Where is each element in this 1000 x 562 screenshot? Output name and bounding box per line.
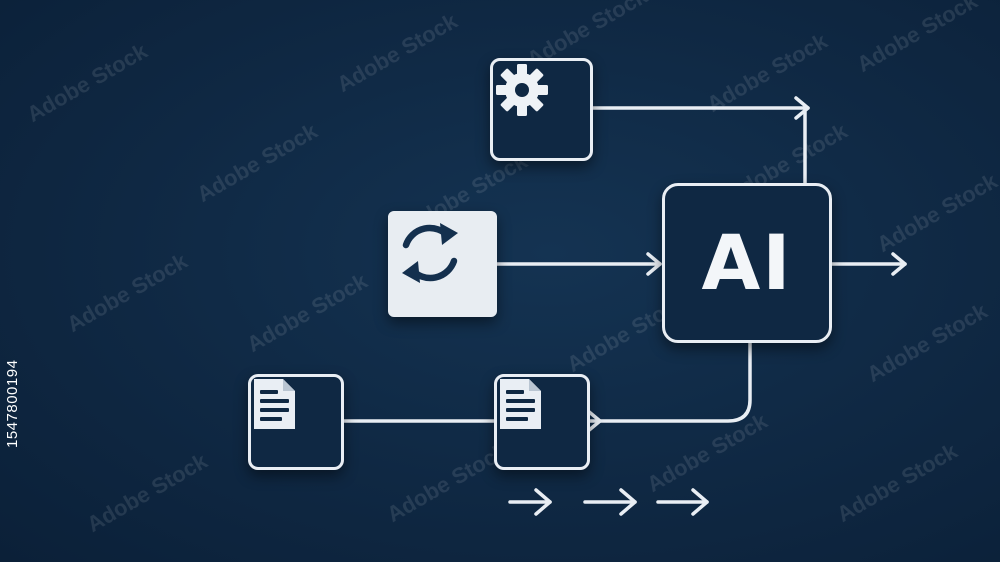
document-icon bbox=[254, 379, 295, 429]
doc-source-node bbox=[248, 374, 344, 470]
arrowhead bbox=[619, 488, 637, 516]
arrowhead bbox=[891, 252, 907, 276]
ai-node: AI bbox=[662, 183, 832, 343]
sync-node bbox=[388, 211, 497, 317]
gear-icon bbox=[496, 64, 548, 116]
gear-node bbox=[490, 58, 593, 161]
edge-doc-mid-ai bbox=[588, 341, 752, 423]
sync-icon bbox=[402, 223, 458, 283]
arrowhead bbox=[794, 96, 810, 120]
arrowhead bbox=[586, 409, 602, 433]
ai-label: AI bbox=[701, 218, 793, 307]
document-icon bbox=[500, 379, 541, 429]
image-code: 1547800194 bbox=[4, 359, 21, 448]
doc-mid-node bbox=[494, 374, 590, 470]
arrowhead bbox=[691, 488, 709, 516]
arrowhead bbox=[646, 252, 662, 276]
arrowhead bbox=[534, 488, 552, 516]
